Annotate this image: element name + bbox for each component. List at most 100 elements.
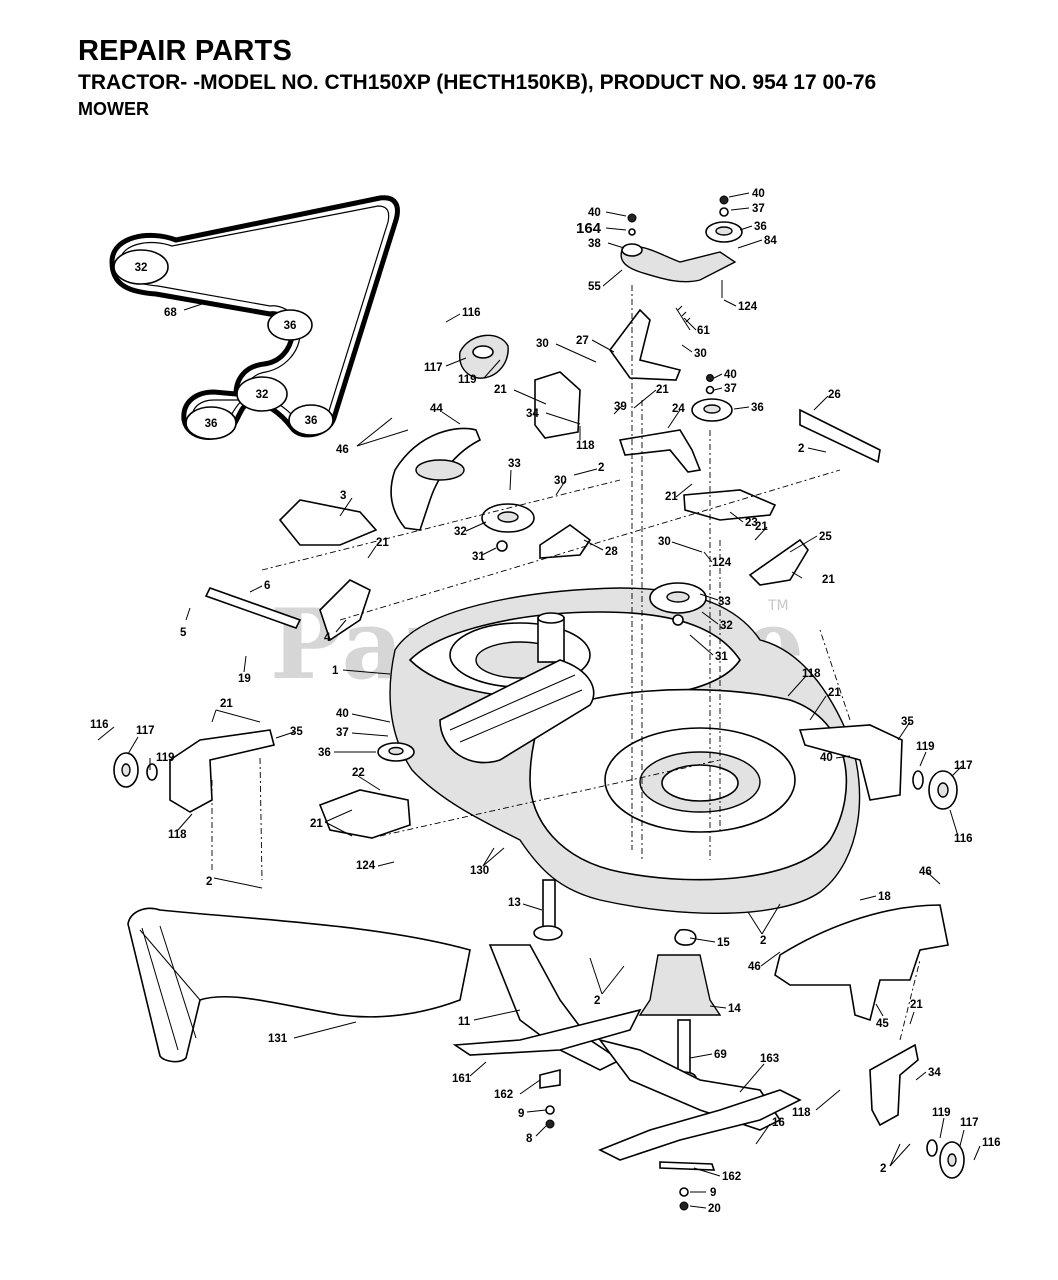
callout: 31 — [715, 651, 728, 663]
callout: 124 — [712, 557, 732, 569]
callout: 21 — [910, 999, 923, 1011]
callout: 161 — [452, 1073, 472, 1085]
callout: 27 — [576, 335, 589, 347]
callout: 2 — [798, 443, 804, 455]
callout: 40 — [588, 207, 601, 219]
model-subtitle: TRACTOR- -MODEL NO. CTH150XP (HECTH150KB… — [78, 71, 877, 94]
callout: 26 — [828, 389, 841, 401]
callout: 9 — [518, 1108, 524, 1120]
callout: 3 — [340, 490, 346, 502]
callout: 30 — [554, 475, 567, 487]
callout: 22 — [352, 767, 365, 779]
callout: 1 — [332, 665, 339, 677]
callout: 21 — [665, 491, 678, 503]
callout: 118 — [576, 440, 595, 452]
callout: 2 — [594, 995, 600, 1007]
page-title: REPAIR PARTS — [78, 35, 293, 67]
alignment-lines — [211, 285, 921, 1041]
callout: 117 — [954, 760, 973, 772]
callout: 162 — [722, 1171, 741, 1183]
callout: 39 — [614, 401, 627, 413]
callout: 23 — [745, 517, 758, 529]
callout: 37 — [724, 383, 737, 395]
callout: 119 — [156, 752, 175, 764]
callout: 119 — [916, 741, 935, 753]
callout: 162 — [494, 1089, 513, 1101]
callout: 61 — [697, 325, 710, 337]
belt-pulley-label: 32 — [256, 389, 269, 401]
callout: 164 — [576, 220, 602, 237]
callout: 130 — [470, 865, 489, 877]
callout: 25 — [819, 531, 832, 543]
callout: 2 — [880, 1163, 886, 1175]
callout: 46 — [748, 961, 761, 973]
callout: 117 — [136, 725, 155, 737]
callout: 15 — [717, 937, 730, 949]
callout: 14 — [728, 1003, 741, 1015]
belt-pulley — [236, 376, 288, 412]
watermark-tm: TM — [767, 598, 789, 614]
callout: 119 — [932, 1107, 951, 1119]
callout: 118 — [168, 829, 187, 841]
belt-pulley — [267, 309, 313, 341]
page-header: REPAIR PARTS TRACTOR- -MODEL NO. CTH150X… — [78, 34, 876, 120]
side-brackets-and-wheels — [113, 724, 965, 1179]
callout: 44 — [430, 403, 443, 415]
callout: 36 — [318, 747, 331, 759]
callout: 116 — [462, 307, 481, 319]
callout: 38 — [588, 238, 601, 250]
leader-lines — [97, 192, 981, 1209]
callout: 35 — [901, 716, 914, 728]
callout: 21 — [822, 574, 835, 586]
callout: 37 — [752, 203, 765, 215]
belt-pulley — [185, 406, 237, 440]
callout: 4 — [324, 632, 331, 644]
callout: 46 — [336, 444, 349, 456]
callout: 30 — [536, 338, 549, 350]
callout: 31 — [472, 551, 485, 563]
callout: 118 — [792, 1107, 811, 1119]
callout: 124 — [356, 860, 376, 872]
callout: 45 — [876, 1018, 889, 1030]
callout: 2 — [598, 462, 604, 474]
belt-pulley — [288, 404, 334, 436]
callout: 21 — [828, 687, 841, 699]
callout: 21 — [310, 818, 323, 830]
callout: 24 — [672, 403, 685, 415]
mower-belt: 32 36 32 36 36 — [109, 195, 400, 440]
callout: 84 — [764, 235, 777, 247]
callout: 116 — [982, 1137, 1001, 1149]
callout: 13 — [508, 897, 521, 909]
callout: 69 — [714, 1049, 727, 1061]
callout: 68 — [164, 307, 177, 319]
callout: 33 — [508, 458, 521, 470]
callout: 36 — [754, 221, 767, 233]
callout: 18 — [878, 891, 891, 903]
callout: 19 — [238, 673, 251, 685]
idler-arm-assembly — [609, 195, 881, 586]
section-title: MOWER — [78, 99, 149, 119]
callout: 21 — [755, 521, 768, 533]
left-bracket-parts — [204, 334, 707, 642]
callout: 16 — [772, 1117, 785, 1129]
callout: 117 — [424, 362, 443, 374]
callout: 163 — [760, 1053, 779, 1065]
callout: 5 — [180, 627, 187, 639]
callout: 116 — [90, 719, 109, 731]
callout: 21 — [656, 384, 669, 396]
callout: 46 — [919, 866, 932, 878]
belt-pulley-label: 36 — [305, 415, 318, 427]
callout: 40 — [724, 369, 737, 381]
blades-and-spindles — [452, 879, 802, 1211]
callout: 6 — [264, 580, 270, 592]
callout: 40 — [752, 188, 765, 200]
callout: 8 — [526, 1133, 533, 1145]
callout: 55 — [588, 281, 601, 293]
callout: 28 — [605, 546, 618, 558]
callout: 20 — [708, 1203, 721, 1215]
callout: 21 — [376, 537, 389, 549]
callout: 37 — [336, 727, 349, 739]
callout: 34 — [928, 1067, 941, 1079]
belt-pulley — [113, 249, 169, 285]
